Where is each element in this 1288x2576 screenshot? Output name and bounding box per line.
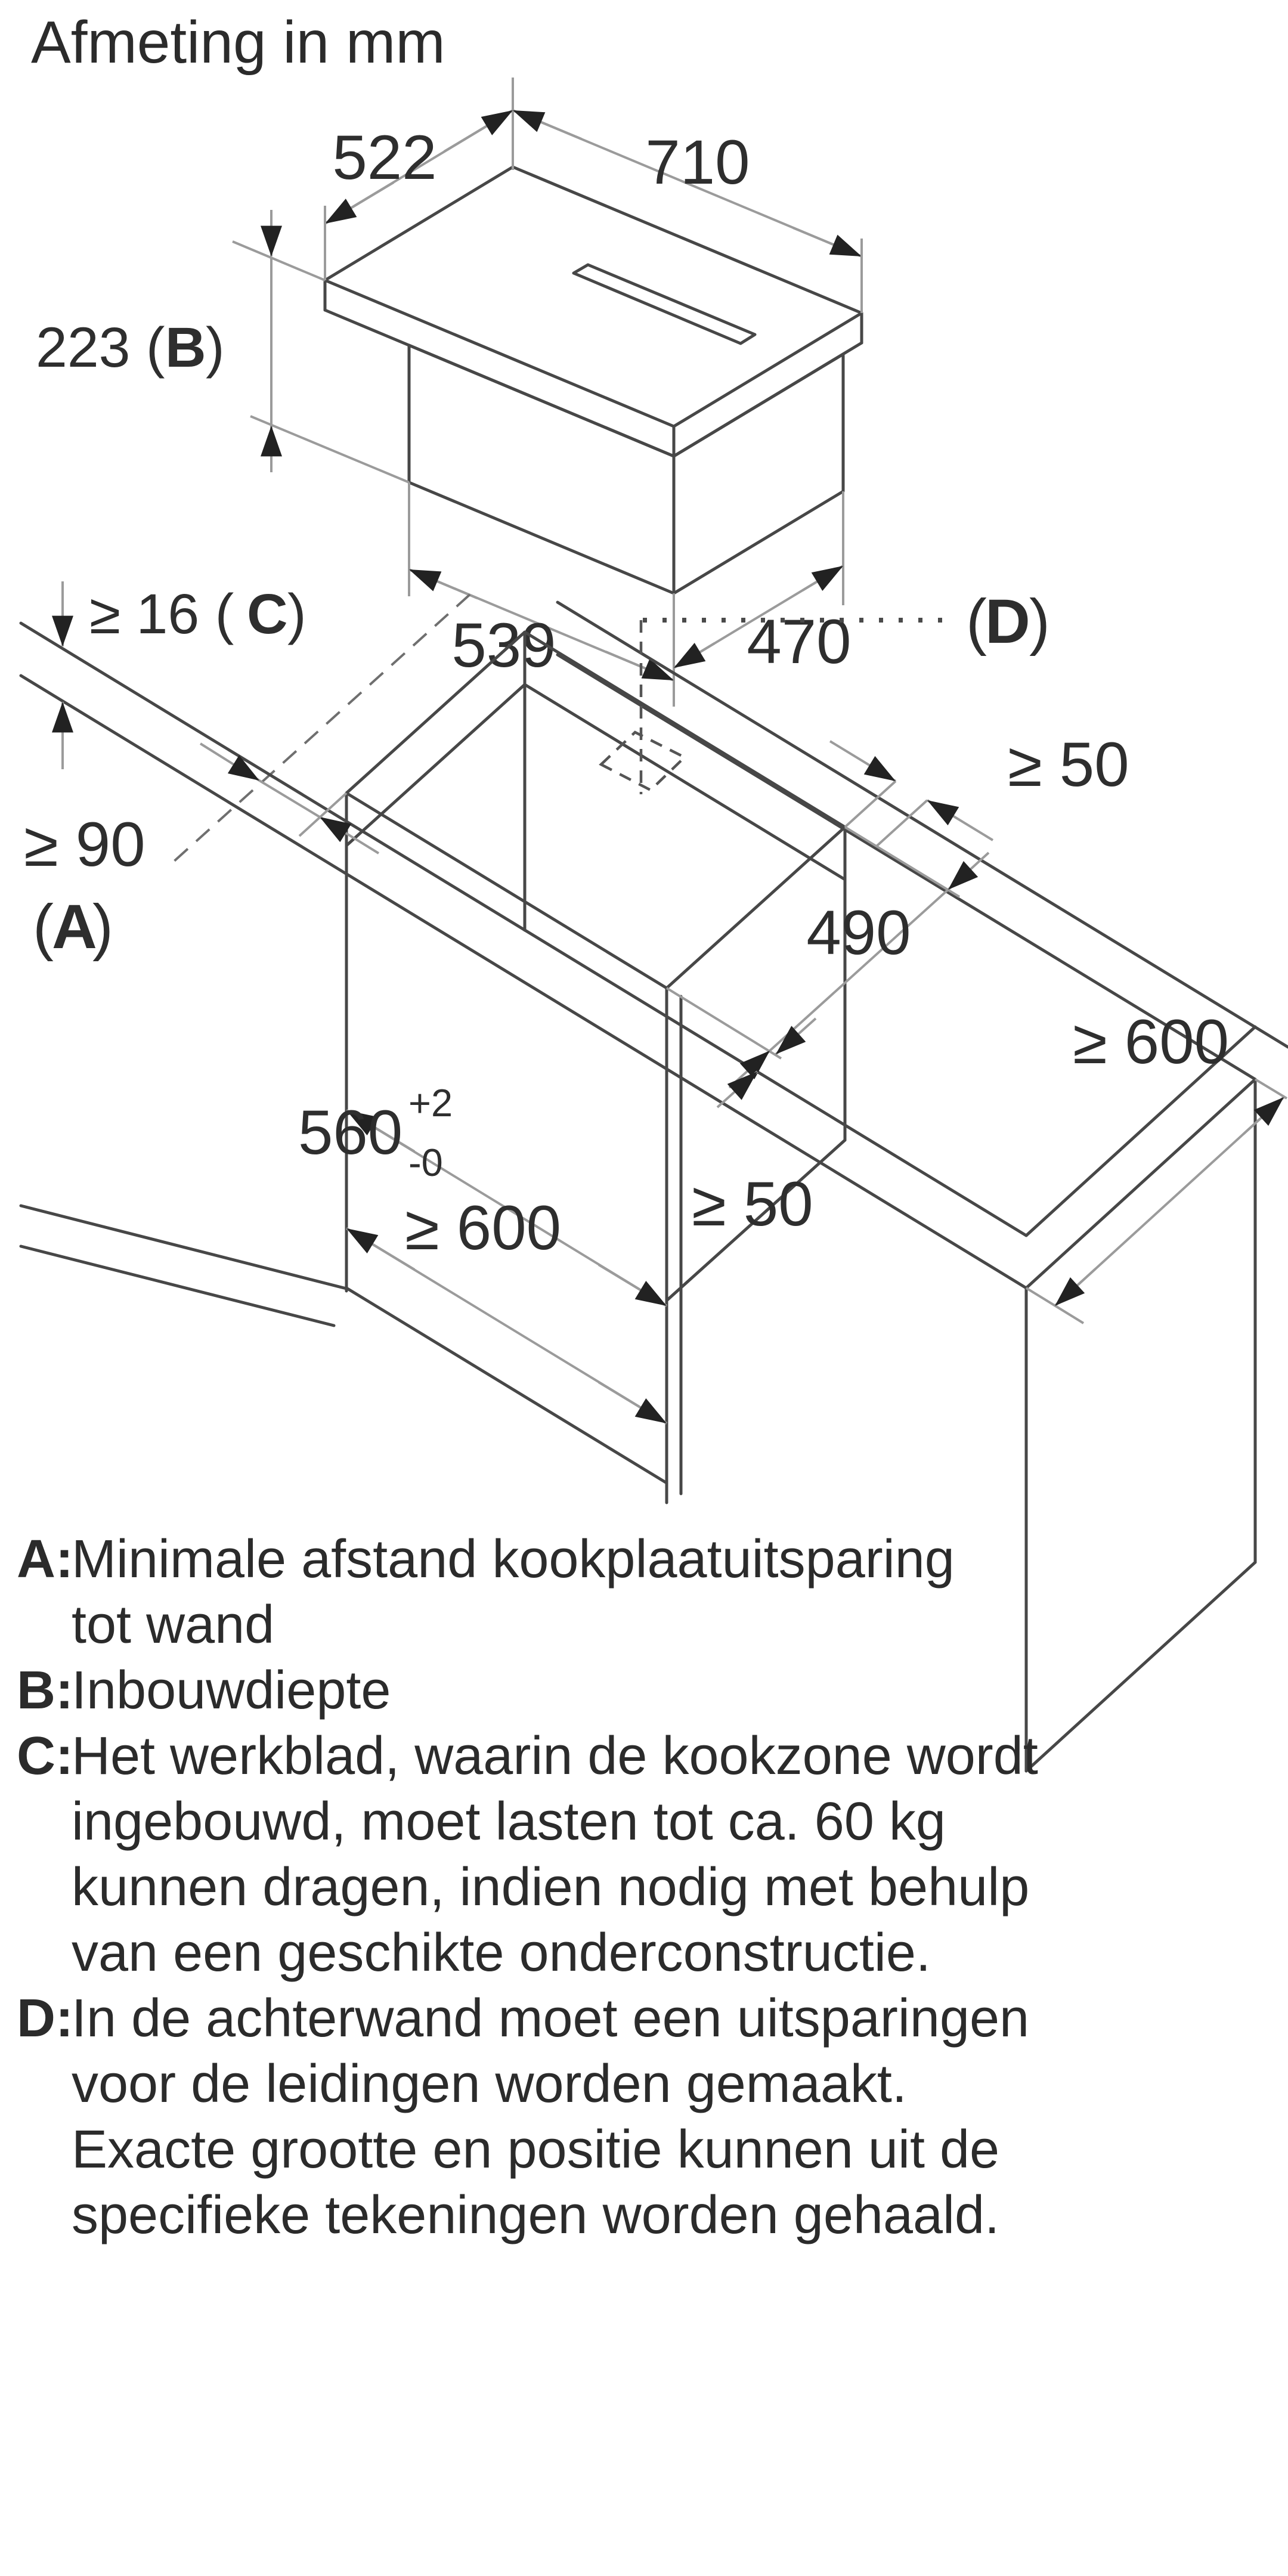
page-title: Afmeting in mm [31,9,445,76]
dim-560-arrow [597,1264,668,1307]
worktop-right-end-edge [1024,1025,1257,1237]
dim-50-front-arrow [716,1070,758,1109]
dim-50-right-arrow [926,799,994,841]
dim-label-710: 710 [645,128,750,197]
dim-label-50-front: ≥ 50 [692,1169,813,1239]
dim-600-right-arrow [1242,1096,1285,1135]
legend-text-D1: In de achterwand moet een uitsparingen [72,1989,1029,2048]
hob-slab-bottom-edge [323,308,863,458]
dim-490-arrow [947,852,990,891]
worktop-cutout [345,630,847,990]
dim-label-560: 560 [298,1098,402,1168]
hob-vent-slot [572,263,757,345]
hob-top-face [323,165,863,428]
side-panel-bottom-edge [1024,1561,1257,1773]
dim-label-560-tol-plus: +2 [408,1081,453,1125]
dim-label-223-letter: B [165,316,206,379]
dim-label-90: ≥ 90 [24,810,145,880]
dim-539-arrow [408,568,478,599]
dim-label-16: ≥ 16 ( [89,583,234,646]
svg-text:): ) [1029,587,1050,657]
dim-label-50-right: ≥ 50 [1008,730,1129,800]
worktop-front-bottom-edge [19,674,1028,1290]
worktop-back-edge [556,600,1288,1049]
label-D: ( [966,587,987,657]
legend-text-D2: voor de leidingen worden gemaakt. [72,2054,907,2114]
dim-label-490: 490 [806,898,911,968]
legend-text-C2: ingebouwd, moet lasten tot ca. 60 kg [72,1792,946,1852]
dim-600-right-arrow [1054,1268,1097,1307]
dim-label-600-right: ≥ 600 [1073,1007,1229,1077]
dim-label-560-tol-minus: -0 [408,1141,443,1184]
dim-label-470: 470 [747,607,851,677]
label-A-letter: A [52,892,97,962]
dim-522-arrow [324,181,395,225]
dim-470-arrow [673,642,716,669]
dim-90-arrow [199,742,261,782]
dim-710-arrow [792,227,862,258]
dim-label-539: 539 [451,611,556,680]
svg-text:): ) [287,583,306,646]
legend-text-C4: van een geschikte onderconstructie. [72,1923,931,1983]
recess-d-outline [599,730,687,792]
label-A: ( [33,892,54,962]
legend: A: Minimale afstand kookplaatuitsparing … [17,1530,1038,2245]
dim-label-522: 522 [332,123,436,193]
dim-50-right-arrow [829,740,897,782]
legend-letter-C: C: [17,1726,73,1786]
cabinet-floor-edge [345,1286,668,1485]
side-wall-hidden-line [166,593,471,869]
dim-470-arrow [801,565,844,592]
label-D-letter: D [985,587,1030,657]
legend-text-B1: Inbouwdiepte [72,1661,391,1720]
dim-560-arrow [345,1109,416,1153]
dim-label-600-bottom: ≥ 600 [405,1193,561,1263]
legend-letter-B: B: [17,1661,73,1720]
hob-body-bottom-edge [407,481,845,595]
dim-600-bottom-arrow [345,1227,416,1271]
worktop-cabinet-view [19,593,1288,1773]
legend-text-A1: Minimale afstand kookplaatuitsparing [72,1530,955,1589]
legend-letter-A: A: [17,1530,73,1589]
legend-text-D3: Exacte grootte en positie kunnen uit de [72,2120,999,2179]
dim-50-front-arrow [775,1017,817,1055]
dim-522-arrow [443,109,514,153]
dim-label-16-letter: C [247,583,288,646]
dim-710-arrow [512,109,582,140]
legend-text-C3: kunnen dragen, indien nodig met behulp [72,1857,1029,1917]
dim-label-223: 223 ( [36,316,165,379]
dim-490-arrow [728,1049,771,1089]
svg-text:): ) [92,892,113,962]
legend-text-D4: specifieke tekeningen worden gehaald. [72,2185,999,2245]
hob-isometric-view [323,165,863,595]
dim-90-arrow [318,816,380,854]
worktop-dimensions: ≥ 16 ( C ) ( D ) ≥ 90 ( A ) 560 +2 -0 49… [24,581,1288,1425]
hob-dimensions: 522 710 223 ( B ) 539 470 [36,78,863,707]
legend-text-A2: tot wand [72,1595,274,1655]
cabinet-front-bottom-edge [19,1204,348,1290]
legend-text-C1: Het werkblad, waarin de kookzone wordt [72,1726,1038,1786]
legend-letter-D: D: [17,1989,73,2048]
dim-600-bottom-arrow [597,1381,668,1425]
svg-text:): ) [206,316,225,379]
worktop-back-lower-edge [556,653,1257,1081]
